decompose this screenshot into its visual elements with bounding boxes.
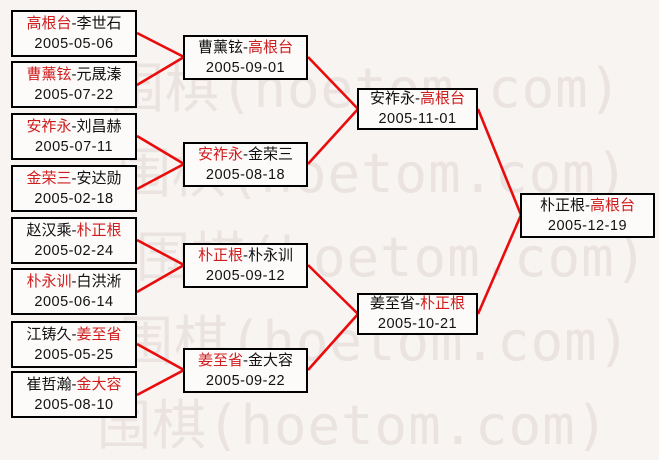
player-name: 安祚永 (197, 145, 243, 163)
separator: - (243, 246, 248, 264)
match-date: 2005-08-18 (205, 166, 286, 183)
match-players: 安祚永-刘昌赫 (26, 117, 121, 137)
player-name: 朴永训 (248, 246, 294, 264)
match-date: 2005-10-21 (377, 316, 458, 332)
match-box-r1-6: 朴永训-白洪淅 2005-06-14 (11, 268, 137, 315)
player-name: 高根台 (26, 14, 72, 32)
match-date: 2005-02-24 (34, 242, 114, 259)
player-name: 朴正根 (76, 221, 122, 239)
player-name: 姜至省 (197, 351, 243, 369)
match-box-r1-8: 崔哲瀚-金大容 2005-08-10 (11, 371, 137, 418)
match-date: 2005-09-01 (205, 59, 286, 76)
match-box-r2-3: 朴正根-朴永训 2005-09-12 (183, 243, 308, 288)
match-date: 2005-12-19 (547, 217, 628, 234)
separator: - (243, 38, 248, 56)
match-date: 2005-06-14 (34, 293, 114, 310)
match-date: 2005-05-06 (34, 35, 114, 52)
match-players: 姜至省-朴正根 (370, 294, 465, 314)
player-name: 高根台 (590, 196, 636, 214)
match-date: 2005-08-10 (34, 396, 114, 413)
match-players: 姜至省-金大容 (198, 351, 293, 371)
tournament-bracket: 围棋(hoetom.com) 围棋(hoetom.com) 围棋(hoetom.… (11, 10, 655, 457)
match-box-r2-1: 曹薰铉-高根台 2005-09-01 (183, 35, 308, 80)
separator: - (415, 90, 420, 107)
match-box-r1-3: 安祚永-刘昌赫 2005-07-11 (11, 113, 137, 160)
match-box-semi-2: 姜至省-朴正根 2005-10-21 (357, 293, 478, 335)
separator: - (585, 196, 590, 214)
match-box-r1-4: 金荣三-安达勋 2005-02-18 (11, 165, 137, 212)
match-box-r2-4: 姜至省-金大容 2005-09-22 (183, 348, 308, 393)
player-name: 赵汉乘 (26, 221, 72, 239)
match-players: 江铸久-姜至省 (26, 325, 121, 345)
separator: - (71, 221, 77, 239)
separator: - (243, 145, 248, 163)
match-date: 2005-11-01 (378, 111, 457, 127)
player-name: 金大容 (76, 375, 122, 393)
player-name: 高根台 (248, 38, 294, 56)
match-box-semi-1: 安祚永-高根台 2005-11-01 (357, 88, 478, 130)
match-date: 2005-05-25 (34, 346, 114, 363)
separator: - (71, 65, 77, 83)
match-date: 2005-09-12 (205, 267, 286, 284)
match-box-r2-2: 安祚永-金荣三 2005-08-18 (183, 142, 308, 187)
separator: - (71, 325, 77, 343)
separator: - (71, 14, 77, 32)
separator: - (71, 272, 77, 290)
player-name: 朴正根 (420, 295, 466, 312)
match-players: 朴正根-朴永训 (198, 246, 293, 266)
player-name: 金荣三 (26, 169, 72, 187)
player-name: 李世石 (76, 14, 122, 32)
player-name: 曹薰铉 (197, 38, 243, 56)
separator: - (71, 117, 77, 135)
player-name: 安祚永 (369, 90, 415, 107)
separator: - (243, 351, 248, 369)
player-name: 白洪淅 (76, 272, 122, 290)
match-players: 赵汉乘-朴正根 (26, 221, 121, 241)
match-box-r1-1: 高根台-李世石 2005-05-06 (11, 10, 137, 57)
separator: - (71, 169, 77, 187)
player-name: 元晟溱 (76, 65, 122, 83)
match-players: 高根台-李世石 (26, 14, 121, 34)
player-name: 高根台 (420, 90, 466, 107)
match-players: 曹薰铉-高根台 (198, 38, 293, 58)
match-box-r1-5: 赵汉乘-朴正根 2005-02-24 (11, 217, 137, 264)
match-box-r1-7: 江铸久-姜至省 2005-05-25 (11, 321, 137, 368)
match-date: 2005-09-22 (205, 372, 286, 389)
player-name: 江铸久 (26, 325, 72, 343)
match-players: 曹薰铉-元晟溱 (26, 65, 121, 85)
match-players: 安祚永-高根台 (370, 89, 465, 109)
player-name: 姜至省 (369, 295, 415, 312)
match-box-final: 朴正根-高根台 2005-12-19 (520, 193, 655, 238)
match-date: 2005-07-11 (34, 138, 114, 155)
player-name: 刘昌赫 (76, 117, 122, 135)
match-players: 朴正根-高根台 (540, 196, 635, 216)
player-name: 安祚永 (26, 117, 72, 135)
separator: - (415, 295, 420, 312)
player-name: 曹薰铉 (26, 65, 72, 83)
match-date: 2005-02-18 (34, 190, 114, 207)
player-name: 朴永训 (26, 272, 72, 290)
player-name: 安达勋 (76, 169, 122, 187)
player-name: 崔哲瀚 (26, 375, 72, 393)
match-date: 2005-07-22 (34, 86, 114, 103)
match-players: 金荣三-安达勋 (26, 169, 121, 189)
player-name: 朴正根 (197, 246, 243, 264)
player-name: 金大容 (248, 351, 294, 369)
match-box-r1-2: 曹薰铉-元晟溱 2005-07-22 (11, 61, 137, 108)
bracket-connector-lines (136, 31, 523, 397)
separator: - (71, 375, 77, 393)
player-name: 金荣三 (248, 145, 294, 163)
player-name: 姜至省 (76, 325, 122, 343)
player-name: 朴正根 (539, 196, 585, 214)
match-players: 安祚永-金荣三 (198, 145, 293, 165)
match-players: 崔哲瀚-金大容 (26, 375, 121, 395)
match-players: 朴永训-白洪淅 (26, 272, 121, 292)
